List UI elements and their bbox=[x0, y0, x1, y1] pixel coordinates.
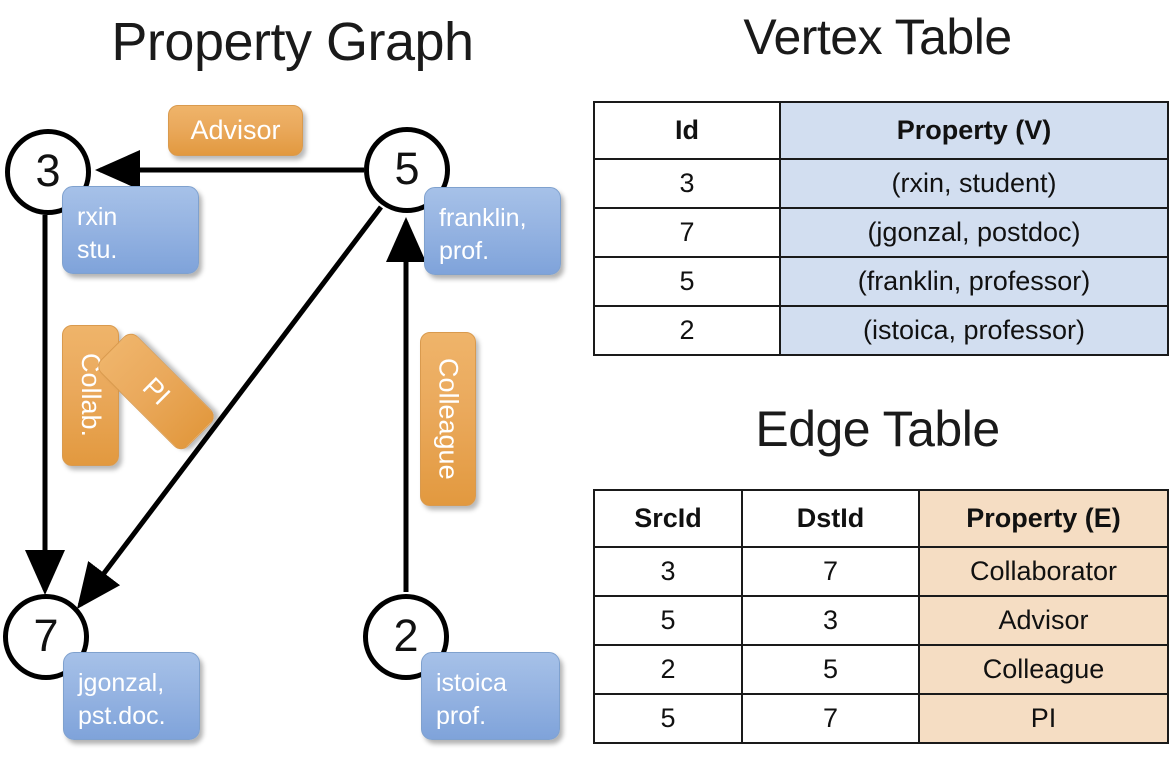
node-property-line2: pst.doc. bbox=[78, 702, 166, 730]
edge-table-header-row: SrcId DstId Property (E) bbox=[593, 489, 1169, 548]
graph-node-5-label: 5 bbox=[394, 142, 420, 194]
graph-node-2-label: 2 bbox=[393, 609, 419, 661]
node-property-box-jgonzal: jgonzal, pst.doc. bbox=[63, 652, 200, 740]
edge-cell-dstid: 7 bbox=[741, 546, 920, 597]
page-title-vertex-table: Vertex Table bbox=[743, 9, 1012, 65]
table-row: 5 7 PI bbox=[593, 693, 1169, 744]
node-property-box-rxin: rxin stu. bbox=[62, 186, 199, 274]
edge-table: SrcId DstId Property (E) 3 7 Collaborato… bbox=[593, 489, 1169, 744]
vertex-cell-id: 3 bbox=[593, 158, 781, 209]
vertex-table-header-row: Id Property (V) bbox=[593, 101, 1169, 160]
edge-label-colleague: Colleague bbox=[420, 332, 476, 506]
vertex-cell-id: 5 bbox=[593, 256, 781, 307]
vertex-cell-id: 7 bbox=[593, 207, 781, 258]
node-property-line1: franklin, bbox=[439, 204, 527, 232]
table-row: 2 (istoica, professor) bbox=[593, 305, 1169, 356]
edge-cell-dstid: 5 bbox=[741, 644, 920, 695]
table-row: 5 (franklin, professor) bbox=[593, 256, 1169, 307]
edge-label-advisor: Advisor bbox=[168, 105, 303, 156]
edge-label-pi-text: PI bbox=[136, 371, 176, 411]
vertex-cell-id: 2 bbox=[593, 305, 781, 356]
table-row: 3 7 Collaborator bbox=[593, 546, 1169, 597]
vertex-table-header-id: Id bbox=[593, 101, 781, 160]
graph-edges-layer bbox=[25, 150, 426, 609]
vertex-table-header-property: Property (V) bbox=[779, 101, 1169, 160]
graph-node-2[interactable]: 2 bbox=[363, 594, 449, 680]
vertex-cell-property: (istoica, professor) bbox=[779, 305, 1169, 356]
node-property-line2: prof. bbox=[436, 702, 487, 730]
node-property-box-franklin: franklin, prof. bbox=[424, 187, 561, 275]
edge-cell-property: Colleague bbox=[918, 644, 1169, 695]
property-graph-canvas: 3 5 7 2 rxin stu. franklin, prof. jgonza… bbox=[3, 105, 561, 740]
edge-cell-srcid: 5 bbox=[593, 693, 743, 744]
edge-cell-dstid: 3 bbox=[741, 595, 920, 646]
edge-table-header-property: Property (E) bbox=[918, 489, 1169, 548]
page-title-edge-table: Edge Table bbox=[755, 401, 1000, 457]
node-property-line1: jgonzal, bbox=[78, 669, 165, 697]
edge-label-colleague-text: Colleague bbox=[433, 358, 464, 480]
edge-cell-property: Advisor bbox=[918, 595, 1169, 646]
node-property-line1: rxin bbox=[77, 203, 118, 231]
node-property-box-istoica: istoica prof. bbox=[421, 652, 560, 740]
graph-node-7-label: 7 bbox=[33, 609, 59, 661]
edge-table-header-srcid: SrcId bbox=[593, 489, 743, 548]
node-property-line2: stu. bbox=[77, 236, 118, 264]
table-row: 5 3 Advisor bbox=[593, 595, 1169, 646]
edge-5-to-7 bbox=[76, 205, 383, 609]
node-property-line1: istoica bbox=[436, 669, 507, 697]
table-row: 2 5 Colleague bbox=[593, 644, 1169, 695]
vertex-cell-property: (franklin, professor) bbox=[779, 256, 1169, 307]
edge-cell-property: PI bbox=[918, 693, 1169, 744]
table-row: 3 (rxin, student) bbox=[593, 158, 1169, 209]
edge-cell-srcid: 3 bbox=[593, 546, 743, 597]
graph-node-5[interactable]: 5 bbox=[364, 127, 450, 213]
graph-node-3-label: 3 bbox=[35, 144, 61, 196]
table-row: 7 (jgonzal, postdoc) bbox=[593, 207, 1169, 258]
edge-cell-dstid: 7 bbox=[741, 693, 920, 744]
edge-label-advisor-text: Advisor bbox=[190, 115, 281, 145]
page-title-property-graph: Property Graph bbox=[111, 12, 474, 72]
edge-cell-srcid: 2 bbox=[593, 644, 743, 695]
vertex-table: Id Property (V) 3 (rxin, student) 7 (jgo… bbox=[593, 101, 1169, 356]
node-property-line2: prof. bbox=[439, 237, 490, 265]
edge-label-collab: Collab. bbox=[62, 325, 119, 466]
vertex-cell-property: (rxin, student) bbox=[779, 158, 1169, 209]
vertex-cell-property: (jgonzal, postdoc) bbox=[779, 207, 1169, 258]
edge-table-header-dstid: DstId bbox=[741, 489, 920, 548]
edge-cell-srcid: 5 bbox=[593, 595, 743, 646]
edge-cell-property: Collaborator bbox=[918, 546, 1169, 597]
